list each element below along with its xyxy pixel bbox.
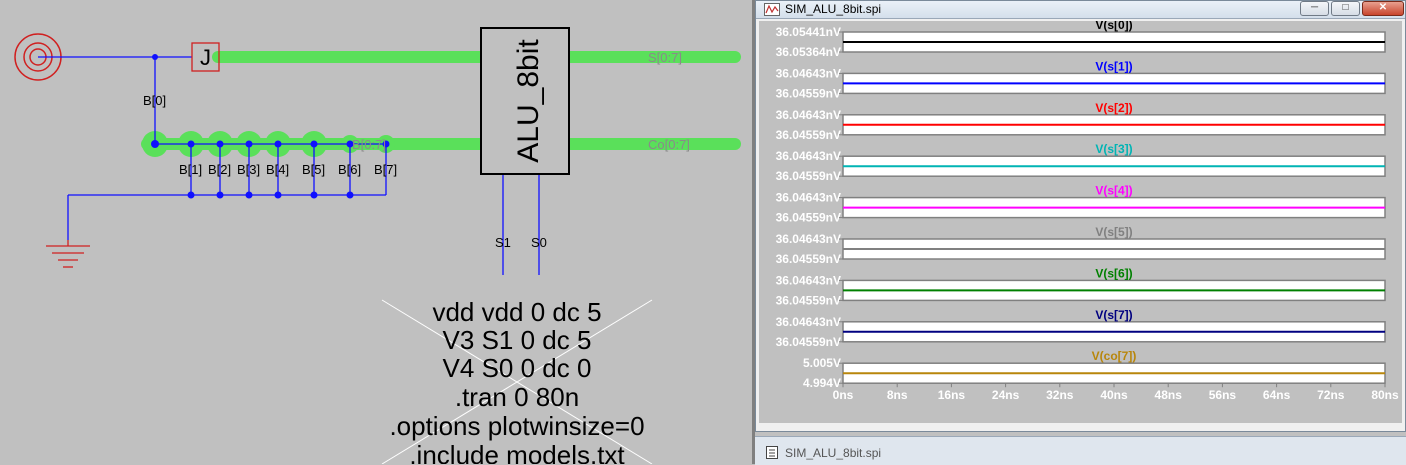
x-tick-label: 48ns (1155, 388, 1183, 402)
x-tick-label: 40ns (1100, 388, 1128, 402)
y-tick-label: 4.994V (803, 376, 841, 390)
y-tick-label: 36.04559nV (776, 252, 841, 266)
x-tick-label: 0ns (833, 388, 854, 402)
net-label-b7: B[7] (374, 162, 397, 177)
y-tick-label: 36.04643nV (776, 191, 841, 205)
netlist-line-3: V4 S0 0 dc 0 (443, 353, 592, 383)
y-tick-label: 36.04559nV (776, 86, 841, 100)
netlist-line-2: V3 S1 0 dc 5 (443, 325, 592, 355)
y-tick-label: 36.05441nV (776, 25, 841, 39)
component-j[interactable]: J (191, 42, 220, 72)
y-tick-label: 36.04643nV (776, 315, 841, 329)
net-label-b4: B[4] (266, 162, 289, 177)
schematic-canvas[interactable]: J ALU_8bit B[0] S[0:7] Co[0:7] B[0:7] B[… (0, 0, 752, 464)
close-button[interactable]: ✕ (1362, 1, 1404, 16)
x-tick-label: 32ns (1046, 388, 1074, 402)
net-label-co-bus: Co[0:7] (648, 137, 690, 152)
net-label-b1: B[1] (179, 162, 202, 177)
x-tick-label: 80ns (1371, 388, 1399, 402)
waveform-icon (764, 3, 780, 16)
x-tick-label: 24ns (992, 388, 1020, 402)
y-tick-label: 36.04643nV (776, 66, 841, 80)
trace-label: V(s[0]) (1095, 21, 1132, 32)
y-tick-label: 36.04559nV (776, 128, 841, 142)
x-tick-label: 56ns (1209, 388, 1237, 402)
net-label-b3: B[3] (237, 162, 260, 177)
y-tick-label: 36.05364nV (776, 45, 841, 59)
x-tick-label: 72ns (1317, 388, 1345, 402)
maximize-button[interactable]: □ (1331, 1, 1360, 16)
net-label-b-bus: B[0:7] (352, 137, 386, 152)
bus-highlight (141, 51, 741, 150)
trace-label: V(co[7]) (1092, 349, 1137, 363)
y-tick-label: 36.04559nV (776, 211, 841, 225)
netlist-line-6: .include models.txt (409, 440, 625, 464)
y-tick-label: 36.04643nV (776, 232, 841, 246)
y-tick-label: 36.04643nV (776, 273, 841, 287)
trace-label: V(s[5]) (1095, 225, 1132, 239)
y-tick-label: 36.04643nV (776, 149, 841, 163)
component-j-label: J (200, 45, 211, 70)
trace-label: V(s[7]) (1095, 308, 1132, 322)
net-label-s-bus: S[0:7] (648, 50, 682, 65)
ground-icon[interactable] (46, 240, 90, 268)
y-tick-label: 36.04559nV (776, 335, 841, 349)
trace-label: V(s[2]) (1095, 101, 1132, 115)
net-label-b6: B[6] (338, 162, 361, 177)
plot-window-titlebar[interactable]: SIM_ALU_8bit.spi ─ □ ✕ (756, 1, 1405, 19)
spice-directive[interactable]: vdd vdd 0 dc 5 V3 S1 0 dc 5 V4 S0 0 dc 0… (381, 297, 653, 464)
net-label-s0: S0 (531, 235, 547, 250)
waveform-plot-area[interactable]: V(s[0]) 36.05441nV 36.05364nV V(s[1]) 36.046… (759, 21, 1402, 423)
net-label-s1: S1 (495, 235, 511, 250)
y-tick-label: 36.04559nV (776, 293, 841, 307)
schematic-drawing: J ALU_8bit B[0] S[0:7] Co[0:7] B[0:7] B[… (14, 27, 741, 464)
minimized-window-title: SIM_ALU_8bit.spi (785, 446, 882, 460)
pane-divider[interactable] (752, 0, 755, 464)
netlist-line-1: vdd vdd 0 dc 5 (432, 297, 601, 327)
x-tick-label: 64ns (1263, 388, 1291, 402)
alu-block-title: ALU_8bit (512, 39, 545, 163)
trace-label: V(s[4]) (1095, 184, 1132, 198)
netlist-line-4: .tran 0 80n (455, 382, 579, 412)
y-tick-label: 5.005V (803, 356, 841, 370)
minimize-button[interactable]: ─ (1300, 1, 1329, 16)
minimized-window[interactable]: SIM_ALU_8bit.spi (755, 436, 1406, 465)
wire-junctions (151, 54, 390, 199)
y-tick-label: 36.04559nV (776, 169, 841, 183)
plot-window[interactable]: SIM_ALU_8bit.spi ─ □ ✕ V(s[0]) 36.05441nV… (755, 0, 1406, 432)
trace-label: V(s[3]) (1095, 142, 1132, 156)
x-tick-label: 8ns (887, 388, 908, 402)
plot-window-title: SIM_ALU_8bit.spi (785, 2, 882, 16)
alu-8bit-block[interactable]: ALU_8bit (480, 27, 570, 175)
document-icon (766, 446, 778, 459)
net-label-b0: B[0] (143, 93, 166, 108)
y-tick-label: 36.04643nV (776, 108, 841, 122)
x-tick-label: 16ns (938, 388, 966, 402)
waveform-chart: V(s[0]) 36.05441nV 36.05364nV V(s[1]) 36.046… (776, 21, 1399, 402)
trace-label: V(s[1]) (1095, 59, 1132, 73)
netlist-line-5: .options plotwinsize=0 (389, 411, 644, 441)
net-label-b5: B[5] (302, 162, 325, 177)
trace-label: V(s[6]) (1095, 266, 1132, 280)
net-label-b2: B[2] (208, 162, 231, 177)
